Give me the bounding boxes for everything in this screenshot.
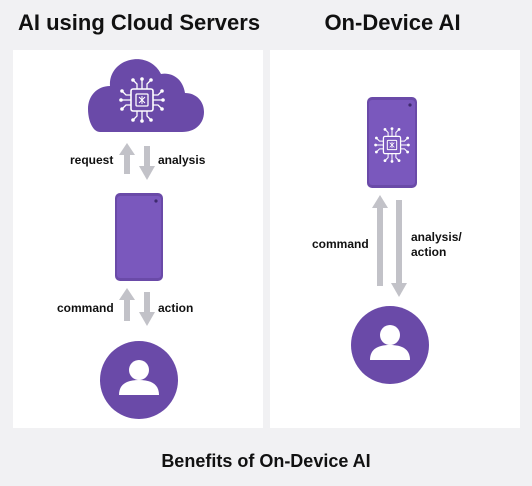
action-label: action: [158, 301, 194, 315]
device-command-label: command: [312, 237, 369, 251]
analysis-arrow: [139, 146, 155, 180]
analysis-label: analysis: [158, 153, 206, 167]
request-arrow: [119, 143, 135, 174]
device-analysis-arrow: [391, 200, 407, 297]
device-analysis-action-label: analysis/ action: [411, 230, 462, 259]
request-label: request: [70, 153, 114, 167]
device-command-arrow: [372, 195, 388, 286]
user-icon: [100, 341, 178, 419]
footer-caption: Benefits of On-Device AI: [161, 451, 371, 471]
cloud-icon: [88, 59, 204, 133]
cloud-panel-title: AI using Cloud Servers: [18, 10, 261, 35]
device-panel-title: On-Device AI: [324, 10, 461, 35]
smartphone-icon: [115, 193, 163, 281]
command-arrow: [119, 288, 135, 321]
smartphone-icon: [367, 97, 417, 188]
command-label: command: [57, 301, 114, 315]
action-arrow: [139, 292, 155, 326]
user-icon: [351, 306, 429, 384]
